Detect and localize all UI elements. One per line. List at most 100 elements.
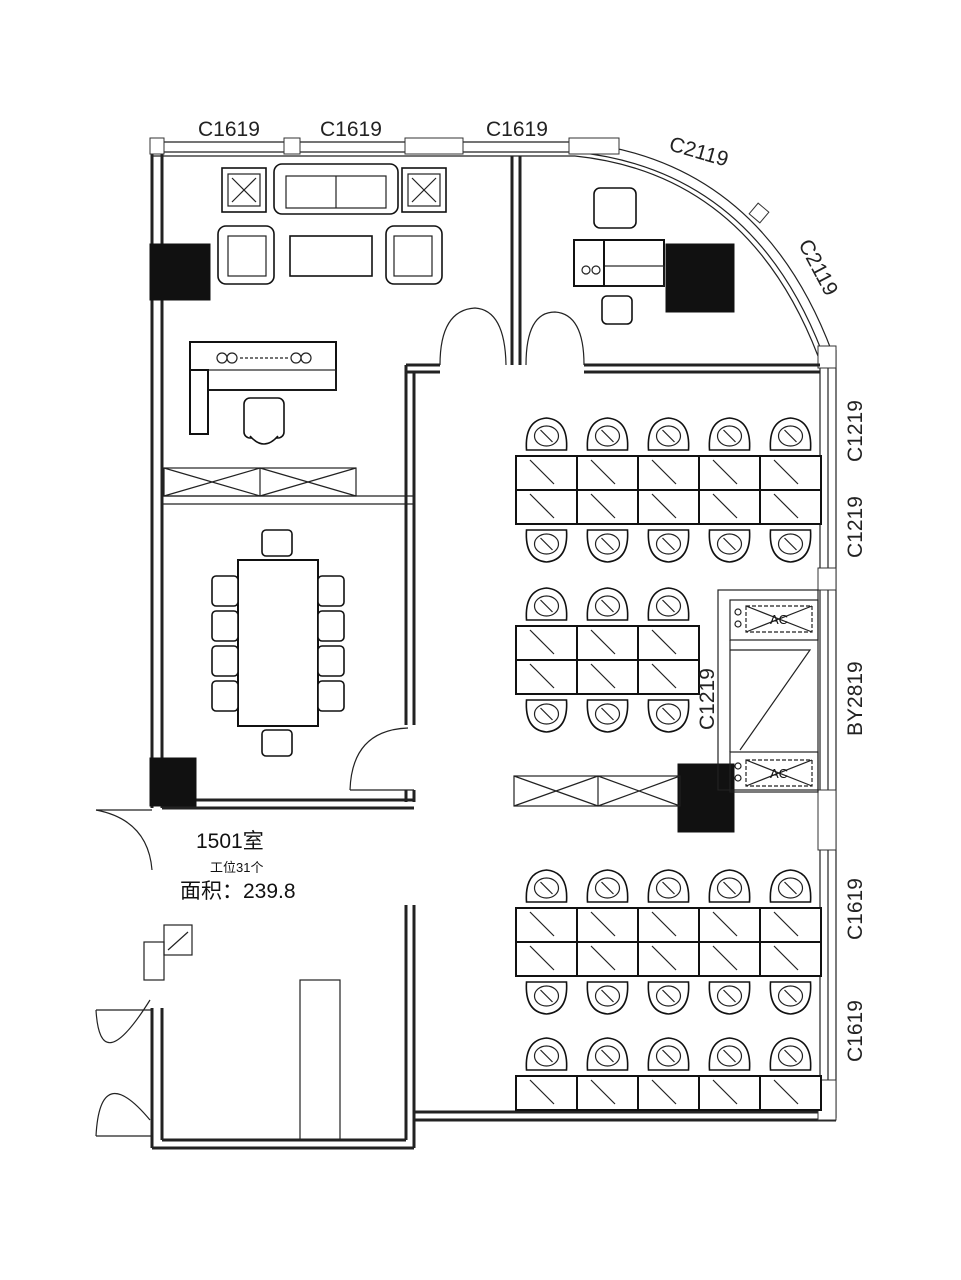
workstation-desk [698,455,761,491]
workstation-monitor [529,459,555,485]
window-label-top-left: C1619 [198,118,260,141]
workstation-desk [576,659,639,695]
meeting-chair [317,575,345,607]
workstation-monitor [773,945,799,971]
workstation-monitor [590,629,616,655]
workstation-desk [576,625,639,661]
workstation-desk [759,455,822,491]
desk-chair [586,587,629,621]
meeting-chair [211,680,239,712]
meeting-chair [261,529,293,557]
desk-chair [586,1037,629,1071]
workstation-monitor [529,911,555,937]
workstation-monitor [590,1079,616,1105]
workstations [515,417,822,1111]
workstation-monitor [590,945,616,971]
workstation-monitor [529,629,555,655]
workstation-monitor [712,945,738,971]
workstation-desk [637,625,700,661]
workstation-desk [576,907,639,943]
workstation-monitor [651,945,677,971]
workstation-desk [637,455,700,491]
desk-chair [647,699,690,733]
window-label-right-upper-2: C1219 [844,496,867,558]
desk-chair [525,869,568,903]
meeting-chair [261,729,293,757]
workstation-desk [576,455,639,491]
workstation-monitor [651,1079,677,1105]
workstation-monitor [712,493,738,519]
workstation-monitor [773,1079,799,1105]
meeting-chair [317,610,345,642]
window-label-right-upper-1: C1219 [844,400,867,462]
desk-chair [647,869,690,903]
window-label-right-middle: BY2819 [844,661,867,736]
workstation-desk [759,941,822,977]
window-label-curve-lower: C2119 [794,236,843,300]
window-label-right-lower-2: C1619 [844,1000,867,1062]
workstation-desk [515,489,578,525]
ac-unit-upper: AC [734,605,813,633]
workstation-monitor [529,1079,555,1105]
desk-chair [525,529,568,563]
workstation-desk [759,907,822,943]
cabinet-left [163,467,357,497]
room-workstations: 工位31个 [210,860,263,875]
workstation-desk [515,907,578,943]
desk-chair [769,1037,812,1071]
workstation-desk [576,941,639,977]
workstation-desk [637,907,700,943]
meeting-chair [317,645,345,677]
meeting-chairs [211,529,345,757]
desk-chair [647,587,690,621]
desk-chair [647,981,690,1015]
desk-chair [708,1037,751,1071]
lounge-furniture [217,163,447,285]
workstation-monitor [590,493,616,519]
window-label-right-lower-1: C1619 [844,878,867,940]
ac-label-lower: AC [770,766,788,781]
desk-chair [647,529,690,563]
desk-chair [769,529,812,563]
workstation-monitor [651,459,677,485]
workstation-monitor [529,945,555,971]
workstation-desk [515,941,578,977]
workstation-monitor [773,493,799,519]
desk-chair [586,699,629,733]
window-label-top-right: C1619 [486,118,548,141]
workstation-desk [698,941,761,977]
desk-chair [525,417,568,451]
window-label-inner: C1219 [696,668,719,730]
room-area: 面积：239.8 [180,880,296,903]
desk-chair [525,699,568,733]
workstation-desk [637,489,700,525]
desk-chair [586,981,629,1015]
desk-chair [586,417,629,451]
desk-chair [525,1037,568,1071]
window-frames [149,137,837,1121]
workstation-monitor [590,459,616,485]
workstation-desk [759,1075,822,1111]
workstation-desk [759,489,822,525]
desk-chair [525,981,568,1015]
workstation-desk [698,1075,761,1111]
desk-chair [708,981,751,1015]
workstation-monitor [590,911,616,937]
ac-label-upper: AC [770,612,788,627]
manager-desk-left [189,341,337,445]
workstation-monitor [529,493,555,519]
desk-chair [769,981,812,1015]
workstation-desk [515,625,578,661]
workstation-monitor [651,663,677,689]
window-label-curve-upper: C2119 [667,133,731,172]
desk-chair [647,417,690,451]
meeting-chair [211,645,239,677]
workstation-desk [698,489,761,525]
workstation-monitor [773,459,799,485]
meeting-chair [211,575,239,607]
workstation-desk [637,941,700,977]
desk-chair [708,869,751,903]
workstation-desk [515,455,578,491]
workstation-monitor [651,629,677,655]
